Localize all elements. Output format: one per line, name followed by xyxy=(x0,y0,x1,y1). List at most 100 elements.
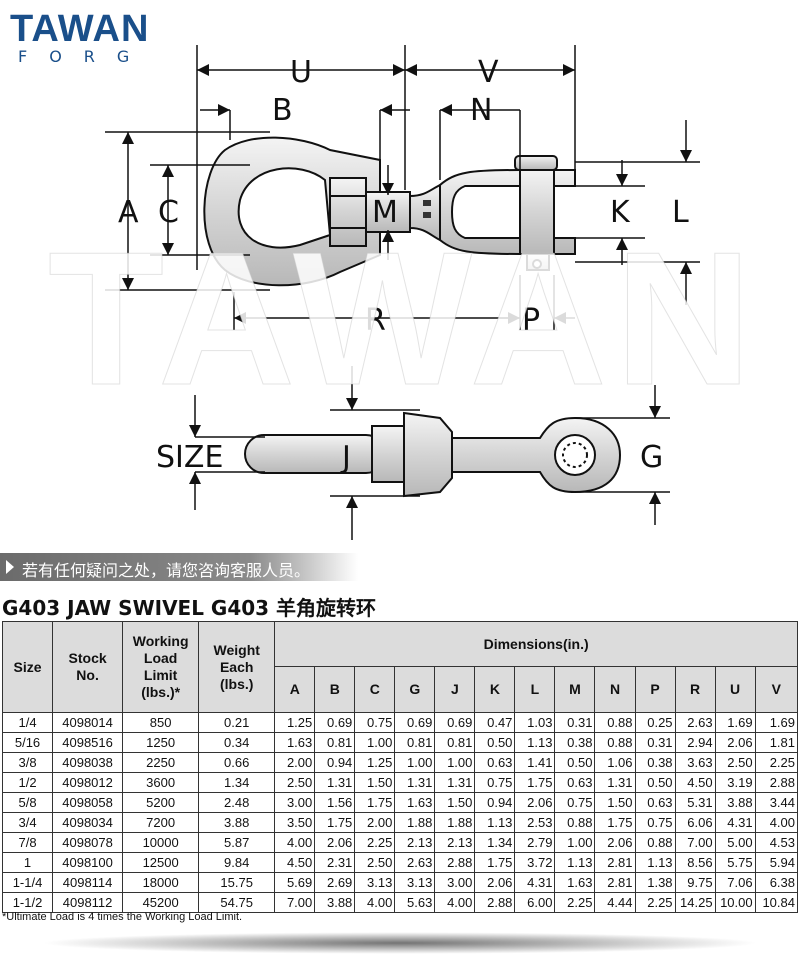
table-cell: 4.00 xyxy=(754,812,799,833)
table-cell: 1.69 xyxy=(714,712,756,733)
table-cell: 5.31 xyxy=(674,792,716,813)
table-cell: 2.06 xyxy=(514,792,556,813)
header-size: Size xyxy=(1,621,54,713)
table-cell: 0.66 xyxy=(198,752,276,773)
table-cell: 2.88 xyxy=(474,892,516,913)
dim-label-j: J xyxy=(340,440,351,475)
table-cell: 0.75 xyxy=(474,772,516,793)
table-cell: 1.25 xyxy=(354,752,396,773)
table-cell: 2.25 xyxy=(634,892,676,913)
table-cell: 0.75 xyxy=(634,812,676,833)
table-cell: 0.38 xyxy=(634,752,676,773)
table-cell: 0.50 xyxy=(634,772,676,793)
table-cell: 4098034 xyxy=(52,812,124,833)
header-dim-l: L xyxy=(514,666,556,713)
table-cell: 0.81 xyxy=(394,732,436,753)
table-cell: 3.63 xyxy=(674,752,716,773)
table-cell: 1.50 xyxy=(354,772,396,793)
table-cell: 0.75 xyxy=(354,712,396,733)
table-cell: 1.56 xyxy=(314,792,356,813)
notice-text: 若有任何疑问之处，请您咨询客服人员。 xyxy=(22,561,311,580)
dim-label-k: K xyxy=(610,195,631,230)
table-cell: 4.44 xyxy=(594,892,636,913)
table-cell: 1.03 xyxy=(514,712,556,733)
dim-label-v: V xyxy=(478,55,499,90)
table-cell: 4098100 xyxy=(52,852,124,873)
table-cell: 2.81 xyxy=(594,852,636,873)
table-cell: 1250 xyxy=(122,732,200,753)
table-cell: 1.00 xyxy=(394,752,436,773)
jaw-swivel-drawing: U V B N A C M K L R P SIZE J G xyxy=(105,45,700,540)
table-cell: 10.00 xyxy=(714,892,756,913)
table-cell: 2.81 xyxy=(594,872,636,893)
table-cell: 2.94 xyxy=(674,732,716,753)
table-cell: 5.75 xyxy=(714,852,756,873)
table-cell: 0.81 xyxy=(434,732,476,753)
table-cell: 1.88 xyxy=(434,812,476,833)
dim-label-u: U xyxy=(290,55,312,90)
table-cell: 4098112 xyxy=(52,892,124,913)
table-cell: 5/16 xyxy=(1,732,54,753)
table-cell: 1.50 xyxy=(594,792,636,813)
table-cell: 1.13 xyxy=(634,852,676,873)
header-dim-b: B xyxy=(314,666,356,713)
table-cell: 0.75 xyxy=(554,792,596,813)
table-cell: 1 xyxy=(1,852,54,873)
table-cell: 2.63 xyxy=(674,712,716,733)
table-cell: 4.53 xyxy=(754,832,799,853)
table-cell: 4098014 xyxy=(52,712,124,733)
table-cell: 4.00 xyxy=(434,892,476,913)
table-cell: 0.25 xyxy=(634,712,676,733)
dimension-labels: U V B N A C M K L R P SIZE J G xyxy=(118,55,689,475)
table-cell: 7.00 xyxy=(674,832,716,853)
table-cell: 0.63 xyxy=(634,792,676,813)
table-cell: 1.13 xyxy=(474,812,516,833)
table-cell: 1.00 xyxy=(434,752,476,773)
table-cell: 2.06 xyxy=(594,832,636,853)
table-cell: 5.87 xyxy=(198,832,276,853)
table-cell: 3.72 xyxy=(514,852,556,873)
dim-label-n: N xyxy=(470,93,492,128)
table-cell: 10.84 xyxy=(754,892,799,913)
table-cell: 2.50 xyxy=(714,752,756,773)
table-cell: 2.06 xyxy=(314,832,356,853)
header-dim-v: V xyxy=(754,666,799,713)
table-cell: 1.75 xyxy=(314,812,356,833)
table-cell: 4.31 xyxy=(514,872,556,893)
table-cell: 1.81 xyxy=(754,732,799,753)
table-cell: 1.75 xyxy=(474,852,516,873)
dimension-lines-side xyxy=(189,366,670,540)
header-dimensions: Dimensions(in.) xyxy=(274,621,798,667)
table-cell: 8.56 xyxy=(674,852,716,873)
table-cell: 1.63 xyxy=(554,872,596,893)
table-cell: 1.00 xyxy=(554,832,596,853)
dim-label-m: M xyxy=(372,195,398,230)
table-cell: 1.41 xyxy=(514,752,556,773)
table-cell: 4.50 xyxy=(674,772,716,793)
table-cell: 1.25 xyxy=(274,712,316,733)
table-cell: 1.34 xyxy=(474,832,516,853)
table-cell: 18000 xyxy=(122,872,200,893)
table-cell: 4.00 xyxy=(354,892,396,913)
table-cell: 4.00 xyxy=(274,832,316,853)
table-cell: 5.00 xyxy=(714,832,756,853)
header-dim-g: G xyxy=(394,666,436,713)
table-cell: 2.00 xyxy=(274,752,316,773)
header-dim-k: K xyxy=(474,666,516,713)
table-cell: 4098516 xyxy=(52,732,124,753)
swivel-jaw xyxy=(423,155,576,271)
table-cell: 2.13 xyxy=(434,832,476,853)
table-cell: 3.00 xyxy=(434,872,476,893)
table-cell: 6.06 xyxy=(674,812,716,833)
table-cell: 1-1/4 xyxy=(1,872,54,893)
table-cell: 1/4 xyxy=(1,712,54,733)
table-cell: 0.31 xyxy=(634,732,676,753)
